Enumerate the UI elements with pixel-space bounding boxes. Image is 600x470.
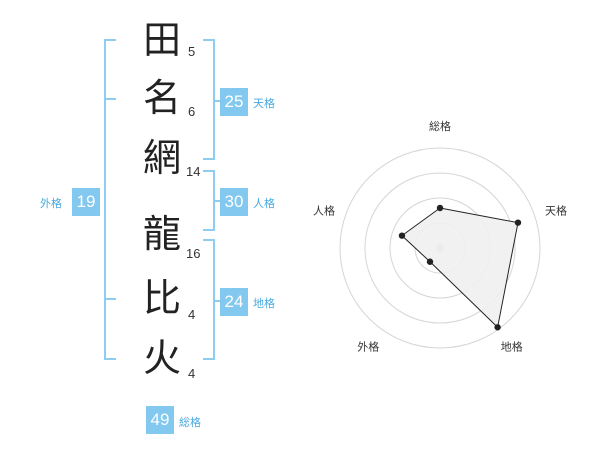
radar-axis-label: 天格 [545, 203, 567, 217]
radar-axis-label: 外格 [357, 340, 379, 354]
gaikaku-score: 19 [72, 188, 100, 216]
radar-point [436, 204, 444, 212]
bracket-connector [213, 300, 220, 302]
tenkaku-score: 25 [220, 88, 248, 116]
radar-series-area [401, 207, 519, 329]
tenkaku-bracket [213, 39, 215, 160]
chikaku-score: 24 [220, 288, 248, 316]
bracket-tick [203, 170, 215, 172]
stroke-count-5: 4 [188, 307, 196, 322]
stroke-count-3: 14 [186, 164, 201, 179]
bracket-connector [213, 200, 220, 202]
radar-point [494, 324, 501, 331]
radar-axis-label: 地格 [501, 340, 523, 354]
bracket-tick [104, 358, 116, 360]
radar-axis-label: 総格 [429, 119, 451, 133]
radar-axis-label: 人格 [313, 203, 335, 217]
soukaku-label: 総格 [179, 416, 201, 429]
radar-point [514, 219, 522, 226]
bracket-tick [104, 298, 116, 300]
bracket-tick [104, 98, 116, 100]
stroke-count-1: 5 [188, 44, 196, 59]
bracket-tick [203, 39, 215, 41]
soukaku-score: 49 [146, 406, 174, 434]
bracket-connector [213, 100, 220, 102]
radar-grid-ring [364, 172, 516, 324]
name-char-4: 龍 [142, 212, 181, 256]
tenkaku-label: 天格 [253, 97, 275, 110]
bracket-tick [203, 158, 215, 160]
bracket-tick [104, 39, 116, 41]
bracket-tick [203, 239, 215, 241]
name-char-2: 名 [142, 76, 181, 120]
stroke-count-6: 4 [188, 366, 196, 381]
gaikaku-label: 外格 [40, 197, 62, 210]
chikaku-label: 地格 [253, 297, 275, 310]
jinkaku-label: 人格 [253, 197, 275, 210]
gaikaku-bracket [104, 39, 106, 360]
name-char-6: 火 [142, 336, 181, 380]
bracket-tick [203, 358, 215, 360]
radar-point [426, 258, 434, 265]
stroke-count-4: 16 [186, 246, 201, 261]
name-char-5: 比 [142, 276, 181, 320]
name-char-3: 網 [142, 136, 181, 180]
name-char-1: 田 [142, 18, 181, 62]
jinkaku-score: 30 [220, 188, 248, 216]
bracket-tick [203, 229, 215, 231]
radar-point [398, 232, 406, 239]
stroke-count-2: 6 [188, 104, 196, 119]
chikaku-bracket [213, 239, 215, 360]
radar-grid-ring [339, 147, 541, 349]
